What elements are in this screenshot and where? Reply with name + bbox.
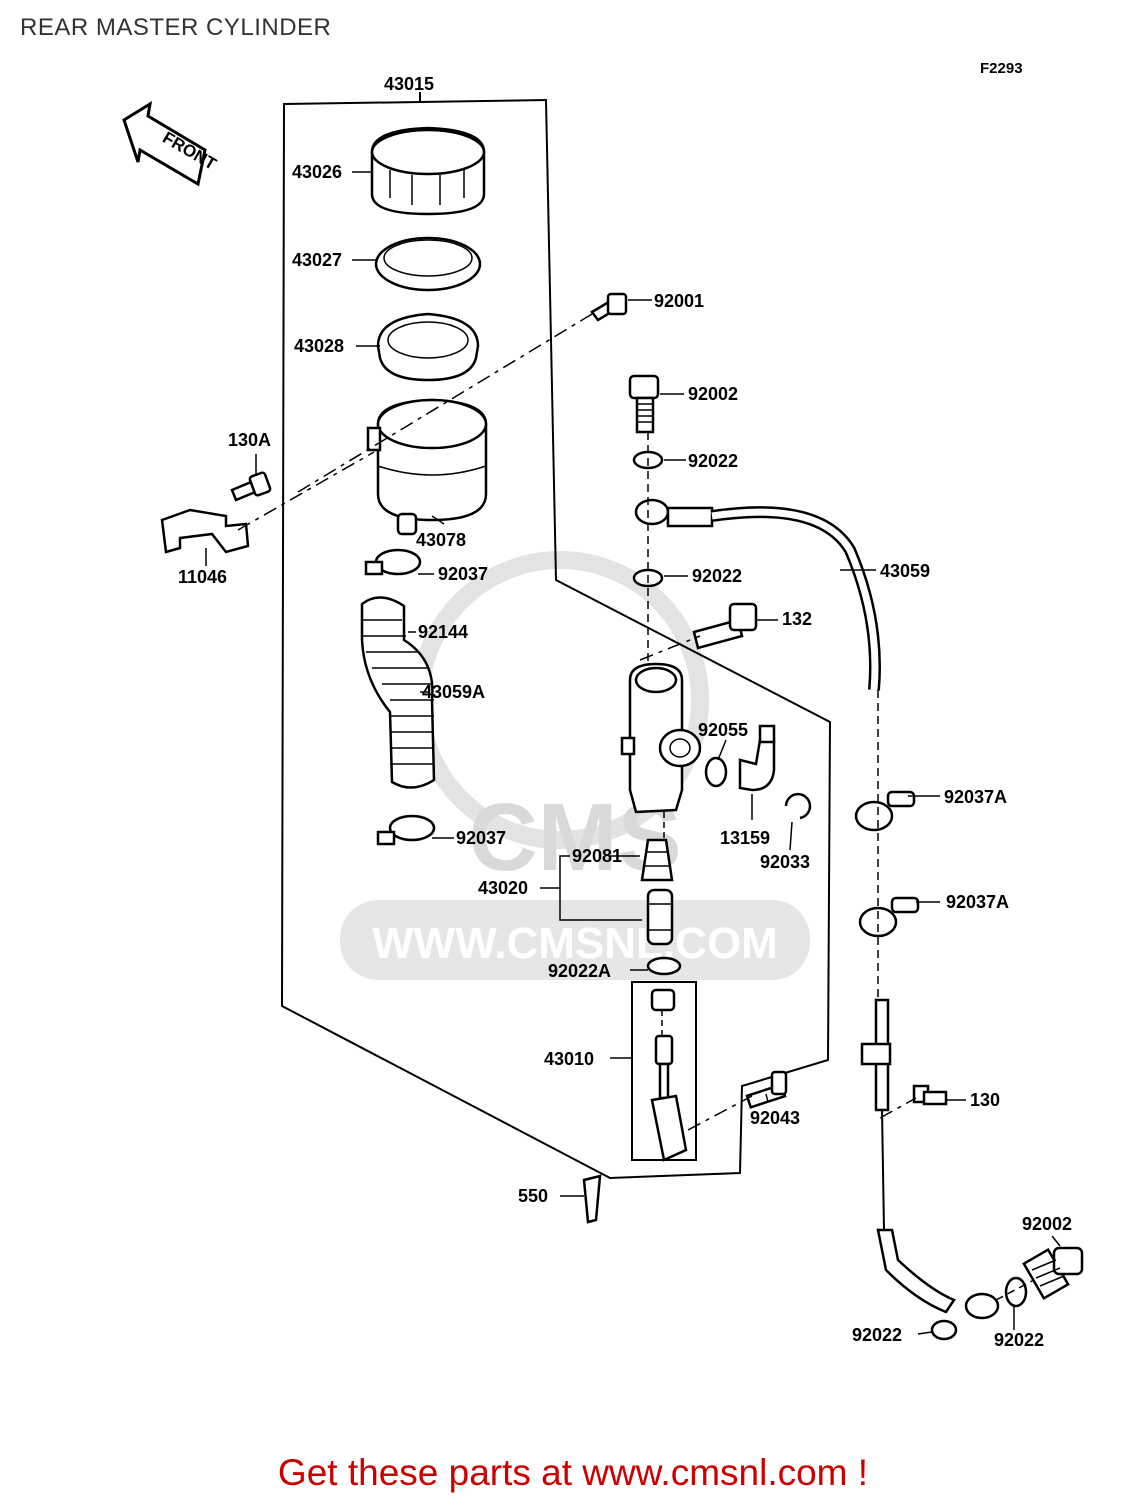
label-132: 132 <box>782 609 812 629</box>
label-92022-mid: 92022 <box>692 566 742 586</box>
label-92022a: 92022A <box>548 961 611 981</box>
watermark-url: WWW.CMSNL.COM <box>372 919 778 968</box>
label-92002-top: 92002 <box>688 384 738 404</box>
clevis-pin <box>745 1070 788 1109</box>
o-ring <box>704 756 728 788</box>
assembly-frame <box>280 92 832 1180</box>
label-43059a: 43059A <box>422 682 485 702</box>
diaphragm-plate <box>374 236 482 292</box>
label-43059: 43059 <box>880 561 930 581</box>
label-43026: 43026 <box>292 162 342 182</box>
bolt-130 <box>912 1084 948 1106</box>
label-92037-bottom: 92037 <box>456 828 506 848</box>
part-labels: 43015 43026 43027 43028 92001 92002 130A… <box>178 74 1072 1350</box>
label-92055: 92055 <box>698 720 748 740</box>
label-550: 550 <box>518 1186 548 1206</box>
banjo-fitting-upper <box>854 790 916 832</box>
label-92001: 92001 <box>654 291 704 311</box>
diaphragm <box>376 312 480 382</box>
brake-hose <box>634 498 881 691</box>
hose-clamp-bottom <box>376 814 436 846</box>
label-92037a-upper: 92037A <box>944 787 1007 807</box>
page-title: REAR MASTER CYLINDER <box>20 14 332 41</box>
bolt-132 <box>692 602 758 650</box>
label-92043: 92043 <box>750 1108 800 1128</box>
circlip <box>784 792 812 820</box>
lower-brake-hose <box>860 998 1000 1320</box>
label-92022-upper: 92022 <box>688 451 738 471</box>
pushrod-assembly <box>631 981 697 1162</box>
label-92037a-lower: 92037A <box>946 892 1009 912</box>
washer-4 <box>930 1319 958 1341</box>
label-92002-bottom: 92002 <box>1022 1214 1072 1234</box>
label-11046: 11046 <box>178 567 227 587</box>
piston-assembly <box>640 838 674 946</box>
footer-link-text[interactable]: Get these parts at www.cmsnl.com ! <box>277 1452 869 1493</box>
bolt-130a <box>230 471 272 502</box>
cotter-pin <box>582 1174 602 1224</box>
master-cylinder-body <box>620 662 702 814</box>
banjo-bolt-top <box>628 374 660 434</box>
label-92144: 92144 <box>418 622 468 642</box>
banjo-bolt-lower <box>1022 1246 1084 1301</box>
reservoir <box>366 398 488 536</box>
label-92033: 92033 <box>760 852 810 872</box>
watermark: CMS WWW.CMSNL.COM <box>340 551 810 980</box>
label-130: 130 <box>970 1090 1000 1110</box>
washer-3 <box>1004 1276 1028 1308</box>
label-43020: 43020 <box>478 878 528 898</box>
label-92022-left: 92022 <box>852 1325 902 1345</box>
banjo-fitting-lower <box>858 896 920 938</box>
leader-lines <box>205 171 1061 1335</box>
label-92022-right: 92022 <box>994 1330 1044 1350</box>
label-43028: 43028 <box>294 336 344 356</box>
label-43015: 43015 <box>384 74 434 94</box>
hose-clamp-top <box>364 548 422 576</box>
label-92081: 92081 <box>572 846 622 866</box>
snap-ring <box>646 956 682 976</box>
reservoir-hose <box>360 596 436 789</box>
hose-fitting <box>738 724 776 792</box>
label-43027: 43027 <box>292 250 342 270</box>
figure-code: F2293 <box>980 60 1023 77</box>
reservoir-cap <box>370 126 486 216</box>
label-13159: 13159 <box>720 828 770 848</box>
bolt-92001 <box>590 292 628 322</box>
label-130a: 130A <box>228 430 271 450</box>
label-92037-top: 92037 <box>438 564 488 584</box>
label-43078: 43078 <box>416 530 466 550</box>
front-arrow-icon: FRONT <box>122 100 220 187</box>
bracket <box>160 508 250 554</box>
label-43010: 43010 <box>544 1049 594 1069</box>
